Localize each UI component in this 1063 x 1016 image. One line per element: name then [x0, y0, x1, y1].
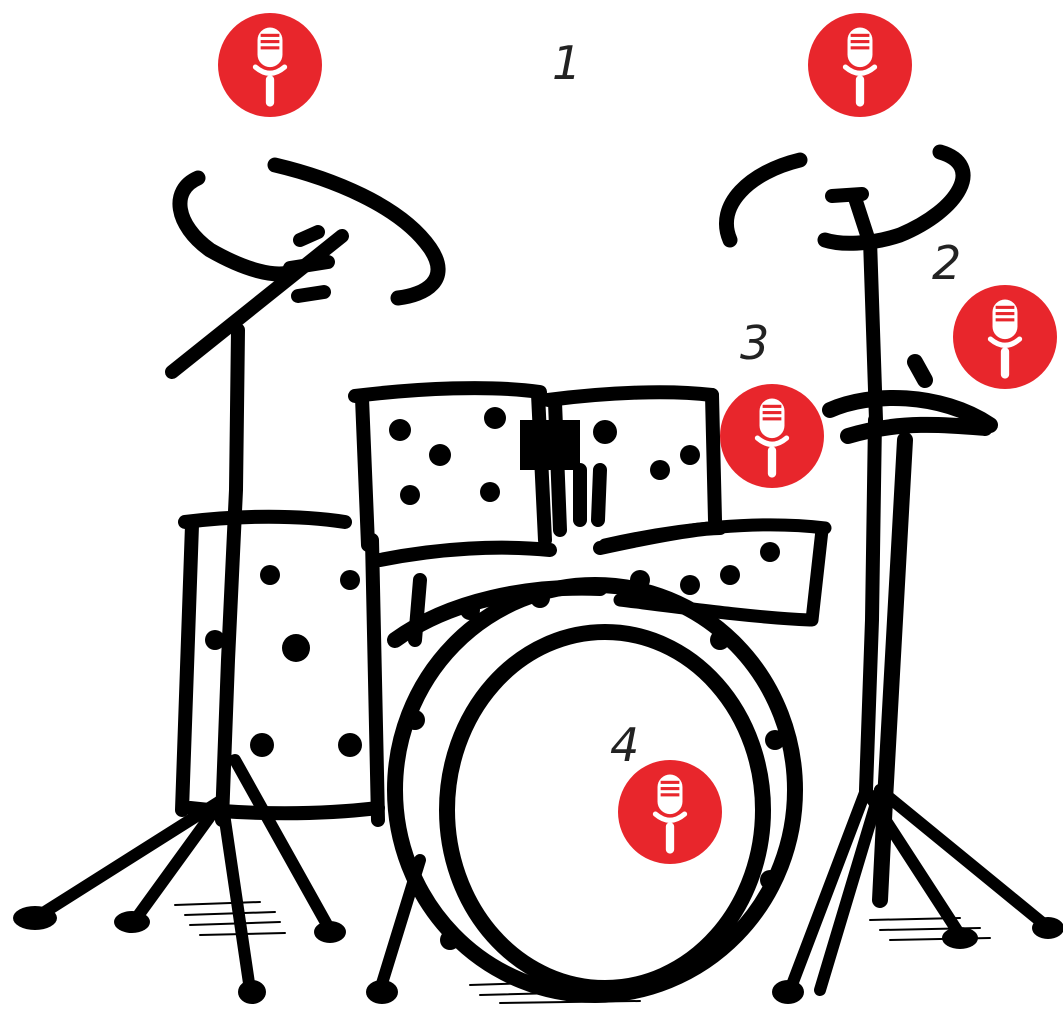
label-1: 1: [552, 40, 581, 86]
microphone-icon: [218, 13, 322, 117]
floor-tom: [182, 517, 378, 820]
label-2: 2: [932, 240, 961, 286]
microphone-icon: [808, 13, 912, 117]
label-3: 3: [740, 320, 769, 366]
right-cymbal-stand: [832, 194, 876, 790]
stand-legs: [40, 760, 1045, 990]
microphone-icon: [953, 285, 1057, 389]
microphone-icon: [618, 760, 722, 864]
microphone-icon: [720, 384, 824, 488]
